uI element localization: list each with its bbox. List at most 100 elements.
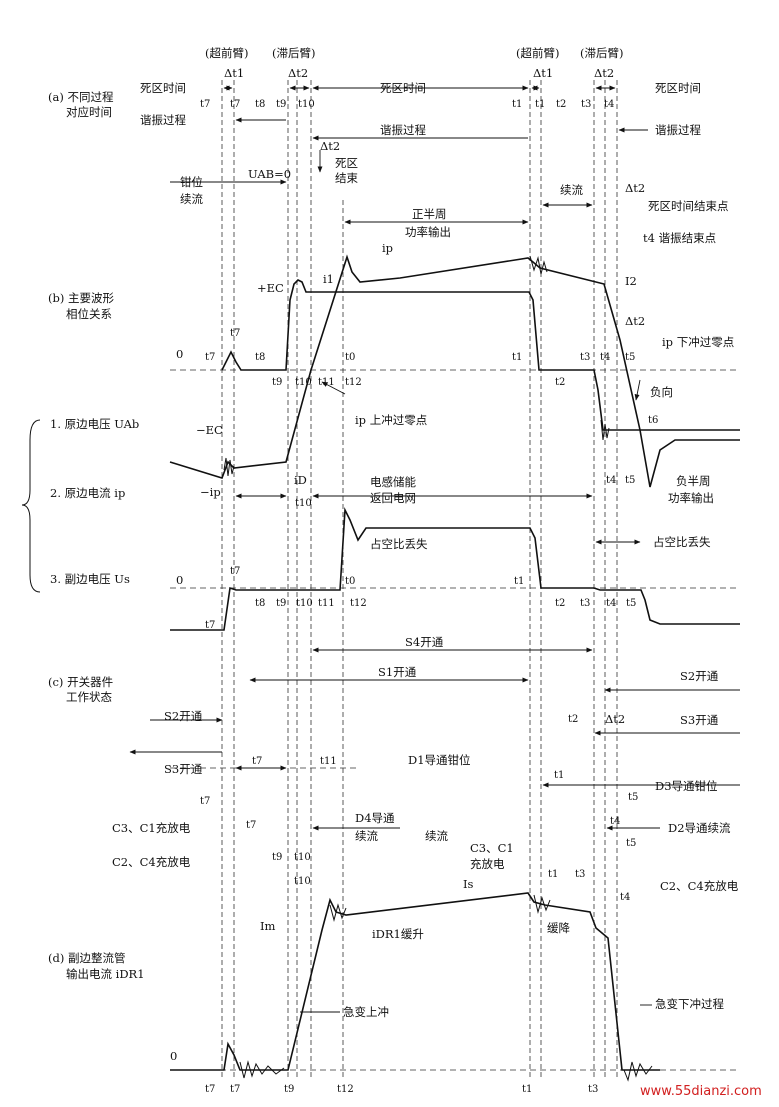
time-label: t7 <box>205 352 215 363</box>
ringing <box>223 255 653 1082</box>
time-label: t4 <box>620 892 630 903</box>
c3c1-mid-label-1: C3、C1 <box>470 841 514 855</box>
time-gridlines <box>221 80 618 1080</box>
s3-on-right-label: S3开通 <box>680 713 719 727</box>
time-label: t12 <box>337 1084 354 1095</box>
pos-half-label-2: 功率输出 <box>405 225 451 239</box>
time-label: t4 <box>604 99 614 110</box>
d4-label-2: 续流 <box>355 829 378 843</box>
time-label: t10 <box>298 99 315 110</box>
minus-ec-label: −EC <box>196 423 223 437</box>
s2-on-left-label: S2开通 <box>164 709 203 723</box>
time-label: t10 <box>295 498 312 509</box>
time-label: t9 <box>284 1084 294 1095</box>
uab-zero-label: UAB=0 <box>248 167 291 181</box>
resonance-label-3: 谐振过程 <box>655 123 701 137</box>
time-label: t5 <box>625 475 635 486</box>
zero-label-d: 0 <box>170 1049 177 1063</box>
section-d-subtitle: 输出电流 iDR1 <box>66 967 145 981</box>
arrows <box>129 85 740 1013</box>
time-label: t2 <box>556 99 566 110</box>
inductor-label-2: 返回电网 <box>370 491 416 505</box>
time-label: t5 <box>626 838 636 849</box>
resonance-label-1: 谐振过程 <box>140 113 186 127</box>
d2-label: D2导通续流 <box>668 821 731 835</box>
time-label: t2 <box>555 377 565 388</box>
time-label: t7 <box>230 1084 240 1095</box>
time-label: t9 <box>272 377 282 388</box>
c2c4-right-label: C2、C4充放电 <box>660 879 739 893</box>
freewheel-label: 续流 <box>560 183 583 197</box>
lag-arm-label-1: (滞后臂) <box>272 46 315 60</box>
time-label: t7 <box>200 796 210 807</box>
time-label: t12 <box>345 377 362 388</box>
legend-brace <box>21 419 41 593</box>
negative-label: 负向 <box>650 385 673 399</box>
s3-on-left-label: S3开通 <box>164 762 203 776</box>
neg-half-label-2: 功率输出 <box>668 491 714 505</box>
time-label: t7 <box>252 756 262 767</box>
clamp-label-1: 钳位 <box>180 175 203 189</box>
dt2-label-b: Δt2 <box>594 66 614 80</box>
zero-label-1: 0 <box>176 347 183 361</box>
dt1-label-b: Δt1 <box>533 66 553 80</box>
sudden-up-label: 急变上冲 <box>343 1005 389 1019</box>
dt2-b-label: Δt2 <box>625 314 645 328</box>
time-label: t9 <box>276 598 286 609</box>
time-label: t11 <box>318 377 335 388</box>
im-label: Im <box>260 919 276 933</box>
neg-half-label-1: 负半周 <box>676 474 711 488</box>
freewheel-label-2: 续流 <box>425 829 448 843</box>
secondary-voltage-wave <box>170 506 740 631</box>
section-d-title: (d) 副边整流管 <box>48 951 126 965</box>
baselines <box>170 369 740 1071</box>
ip-label: ip <box>382 241 393 255</box>
lag-arm-label-2: (滞后臂) <box>580 46 623 60</box>
pos-half-label-1: 正半周 <box>412 207 447 221</box>
dead-end-point-label: 死区时间结束点 <box>648 199 729 213</box>
time-label: t0 <box>345 352 355 363</box>
section-b-subtitle: 相位关系 <box>66 307 112 321</box>
watermark: www.55dianzi.com <box>640 1084 762 1099</box>
time-label: t11 <box>318 598 335 609</box>
primary-current-wave <box>169 254 740 488</box>
time-label: t5 <box>626 598 636 609</box>
section-b-title: (b) 主要波形 <box>48 291 114 305</box>
time-label: t10 <box>294 876 311 887</box>
i2-label: I2 <box>625 274 637 288</box>
time-label: t7 <box>200 99 210 110</box>
time-label: t10 <box>296 598 313 609</box>
is-label: Is <box>463 877 474 891</box>
time-label: t6 <box>648 415 658 426</box>
t4-resonance-end-label: t4 谐振结束点 <box>643 231 716 245</box>
time-label: t7 <box>230 99 240 110</box>
d1-clamp-label: D1导通钳位 <box>408 753 471 767</box>
ip-down-zero-label: ip 下冲过零点 <box>662 335 734 349</box>
legend-secondary-voltage: 3. 副边电压 Us <box>50 572 130 586</box>
time-label: t12 <box>350 598 367 609</box>
time-label: t0 <box>345 576 355 587</box>
time-label: t11 <box>320 756 337 767</box>
time-label: t4 <box>610 816 620 827</box>
time-label: t7 <box>230 328 240 339</box>
time-label: t2 <box>568 714 578 725</box>
slow-drop-label: 缓降 <box>547 921 570 935</box>
legend-primary-voltage: 1. 原边电压 UAb <box>50 417 139 431</box>
id-label: iD <box>294 473 307 487</box>
dead-time-label-1: 死区时间 <box>140 81 186 95</box>
primary-voltage-wave <box>250 279 740 431</box>
time-label: t3 <box>581 99 591 110</box>
time-label: t1 <box>535 99 545 110</box>
time-label: t7 <box>230 566 240 577</box>
legend-primary-current: 2. 原边电流 ip <box>50 486 125 500</box>
section-a-title: (a) 不同过程 <box>48 90 114 104</box>
dt1-label-a: Δt1 <box>224 66 244 80</box>
s4-on-label: S4开通 <box>405 635 444 649</box>
time-label: t1 <box>554 770 564 781</box>
i1-label: i1 <box>323 272 334 286</box>
inductor-label-1: 电感储能 <box>370 475 416 489</box>
c3c1-mid-label-2: 充放电 <box>470 857 505 871</box>
section-a-subtitle: 对应时间 <box>66 105 112 119</box>
d4-label-1: D4导通 <box>355 811 395 825</box>
